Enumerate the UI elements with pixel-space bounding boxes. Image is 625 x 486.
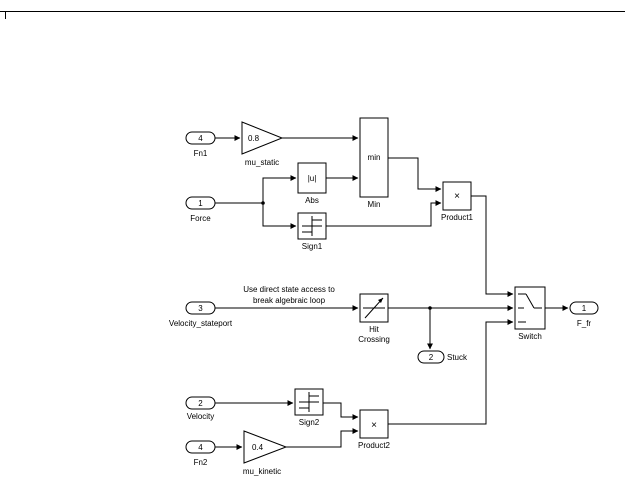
inport-fn1-label: Fn1 [194, 149, 208, 158]
outport-stuck-number: 2 [429, 353, 434, 362]
branch-point-hit-crossing [428, 306, 432, 310]
annotation-line2: break algebraic loop [253, 296, 326, 305]
inport-velocity-stateport-label: Velocity_stateport [169, 319, 233, 328]
inport-velocity[interactable]: 2 Velocity [185, 396, 216, 421]
gain-mu-kinetic-value: 0.4 [252, 443, 264, 452]
inport-velocity-number: 2 [198, 399, 203, 408]
product2-symbol: × [371, 420, 377, 431]
top-rule [0, 11, 625, 12]
product1-symbol: × [454, 191, 460, 202]
abs-symbol: |u| [308, 174, 317, 183]
outport-f-fr-label: F_fr [577, 319, 592, 328]
min-block[interactable]: min Min [359, 117, 389, 209]
inport-force[interactable]: 1 Force [185, 196, 216, 223]
inport-fn2-number: 4 [198, 443, 203, 452]
sign2-block[interactable]: Sign2 [294, 388, 324, 427]
inport-velocity-stateport[interactable]: 3 Velocity_stateport [169, 301, 233, 328]
outport-stuck-label: Stuck [447, 353, 468, 362]
inport-velocity-stateport-number: 3 [198, 304, 203, 313]
gain-mu-static[interactable]: 0.8 mu_static [241, 121, 284, 167]
gain-mu-kinetic[interactable]: 0.4 mu_kinetic [243, 430, 288, 476]
wire-branch-to-sign1 [262, 203, 297, 229]
min-label: Min [368, 200, 381, 209]
product1-block[interactable]: × Product1 [441, 181, 474, 222]
wire-mu-kinetic-to-product2 [286, 428, 359, 448]
wire-sign2-to-product2 [323, 402, 359, 420]
wire-product1-to-switch [471, 195, 514, 297]
inport-fn2-label: Fn2 [194, 458, 208, 467]
gain-mu-kinetic-label: mu_kinetic [243, 467, 281, 476]
signal-lines [215, 135, 569, 450]
wire-min-to-product1 [388, 157, 442, 192]
gain-mu-static-value: 0.8 [248, 134, 260, 143]
sign1-label: Sign1 [302, 242, 323, 251]
switch-block[interactable]: Switch [514, 286, 546, 341]
sign1-block[interactable]: Sign1 [297, 212, 327, 251]
inport-force-label: Force [190, 214, 211, 223]
inport-velocity-label: Velocity [187, 412, 215, 421]
left-tick [5, 11, 6, 19]
annotation-line1: Use direct state access to [243, 285, 335, 294]
annotation-note: Use direct state access to break algebra… [243, 285, 335, 305]
min-symbol: min [368, 153, 381, 162]
abs-block[interactable]: |u| Abs [297, 162, 327, 205]
abs-label: Abs [305, 196, 319, 205]
outport-stuck[interactable]: 2 Stuck [417, 350, 468, 364]
product2-block[interactable]: × Product2 [358, 409, 391, 450]
hit-crossing-label-line2: Crossing [358, 335, 390, 344]
wire-product2-to-switch [388, 319, 514, 425]
inport-fn2[interactable]: 4 Fn2 [185, 440, 216, 467]
sign2-label: Sign2 [299, 418, 320, 427]
gain-mu-static-label: mu_static [245, 158, 279, 167]
wire-sign1-to-product1 [326, 200, 442, 227]
product1-label: Product1 [441, 213, 474, 222]
inport-fn1-number: 4 [198, 134, 203, 143]
wire-branch-to-abs [262, 175, 297, 203]
branch-point-force [261, 201, 265, 205]
hit-crossing-label-line1: Hit [369, 325, 380, 334]
outport-f-fr-number: 1 [582, 304, 587, 313]
outport-f-fr[interactable]: 1 F_fr [569, 301, 599, 328]
hit-crossing-block[interactable]: Hit Crossing [358, 293, 390, 344]
inport-fn1[interactable]: 4 Fn1 [185, 131, 216, 158]
product2-label: Product2 [358, 441, 391, 450]
switch-label: Switch [518, 332, 542, 341]
inport-force-number: 1 [198, 199, 203, 208]
